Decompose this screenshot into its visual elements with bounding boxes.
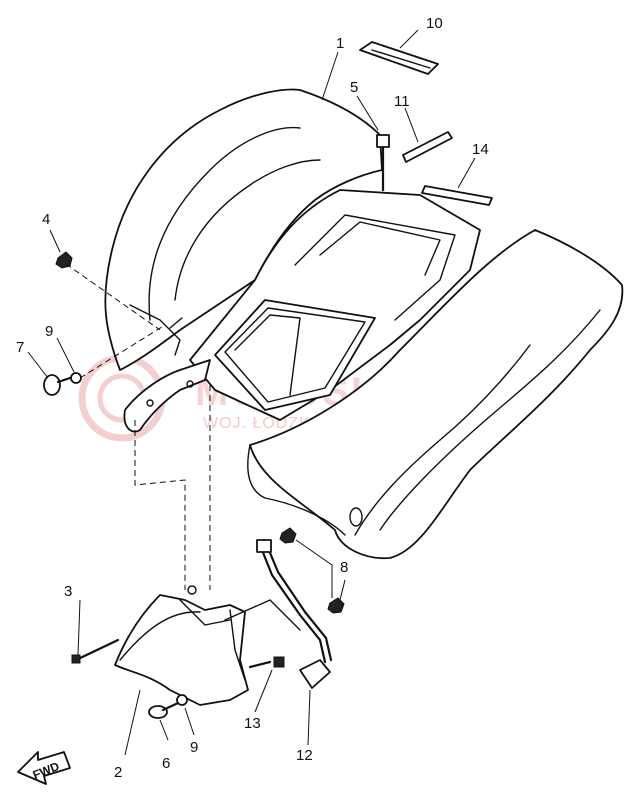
callout-labels: 1 2 3 4 5 6 7 8 9 9 10 11 12 13 14 [16,15,489,781]
callout-9-lower: 9 [190,739,198,756]
decal-strip-11 [402,131,453,163]
callout-12: 12 [296,747,313,764]
callout-1: 1 [336,35,344,52]
callout-3: 3 [64,583,72,600]
callout-8: 8 [340,559,348,576]
bolt-13 [248,656,285,669]
callout-6: 6 [162,755,170,772]
callout-10: 10 [426,15,443,32]
bolt-5 [376,134,390,192]
callout-5: 5 [350,79,358,96]
callout-13: 13 [244,715,261,732]
callout-4: 4 [42,211,50,228]
seat-strap [359,41,439,75]
fwd-arrow: FWD [17,751,71,785]
rear-fender [104,88,624,560]
screw-6 [148,701,180,719]
callout-2: 2 [114,764,122,781]
callout-14: 14 [472,141,489,158]
leader-lines [27,29,476,756]
mud-flap [114,585,249,706]
callout-11: 11 [394,93,410,110]
callout-9-upper: 9 [45,323,53,340]
bolt-3 [71,638,120,664]
decal-strip-14 [421,185,493,206]
fwd-arrow-icon [17,751,71,785]
washer-9-upper [70,372,82,384]
nut-4 [55,251,73,269]
screw-7 [43,374,72,396]
callout-7: 7 [16,339,24,356]
nut-8-lower [327,597,345,614]
light-stay [224,539,333,689]
washer-9-lower [176,694,188,706]
nut-8-upper [279,527,297,544]
